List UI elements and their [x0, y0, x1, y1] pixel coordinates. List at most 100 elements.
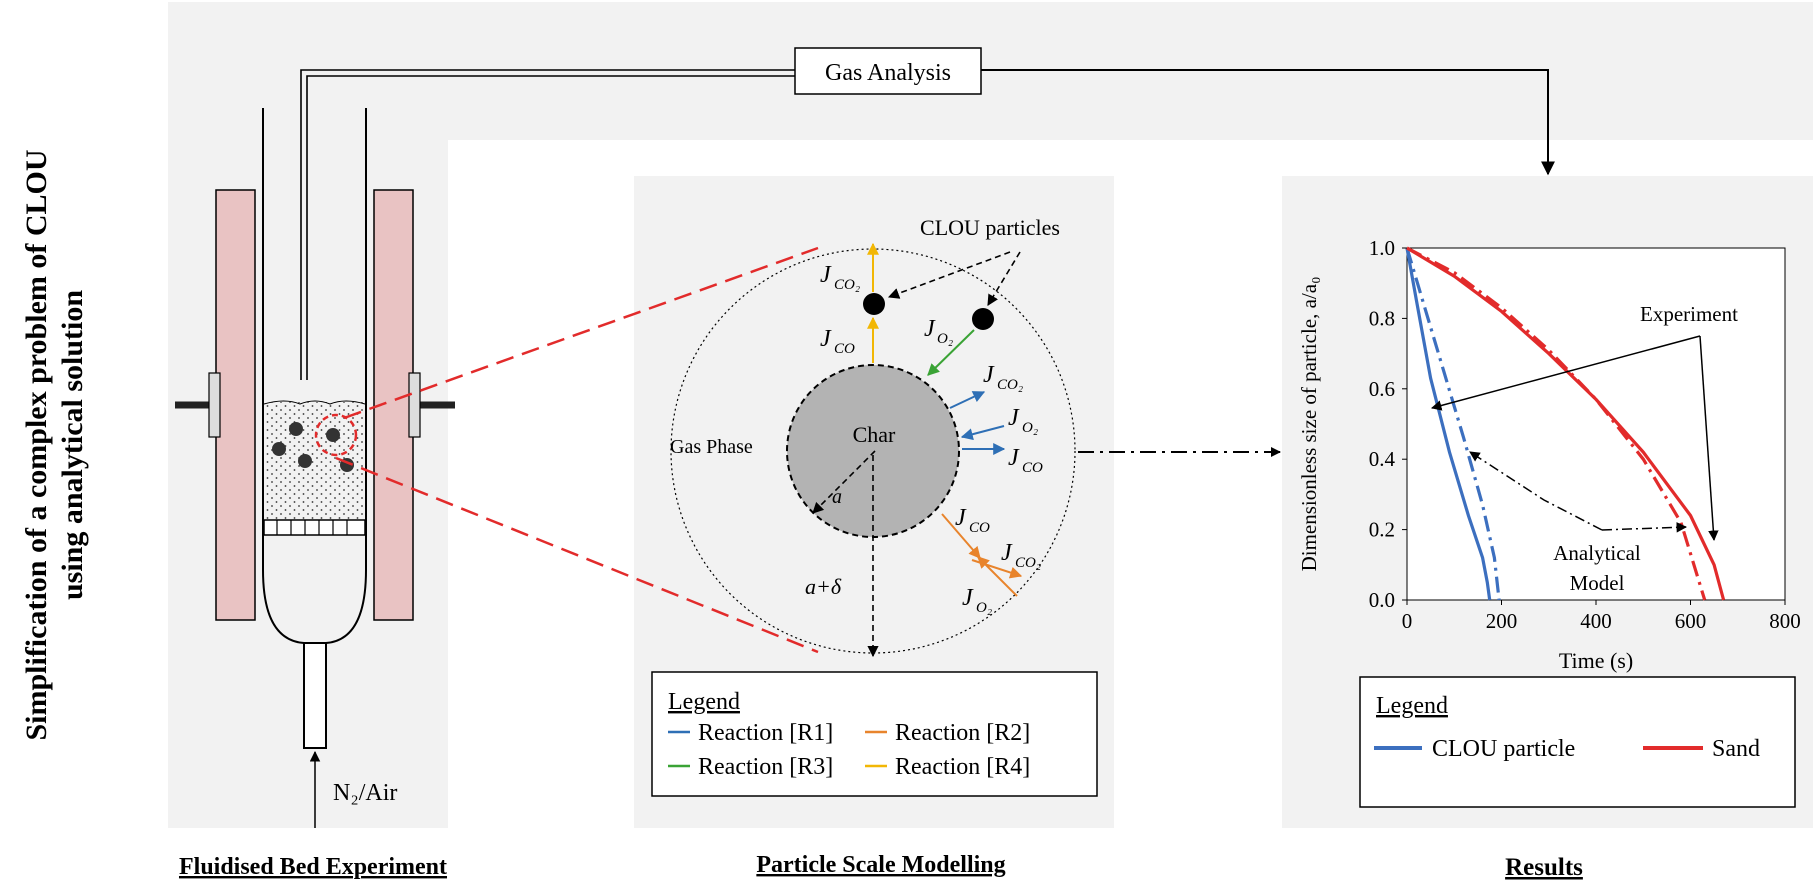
side-title-line2: using analytical solution — [56, 290, 89, 600]
x-tick-label: 600 — [1675, 609, 1707, 633]
legend-label-clou: CLOU particle — [1432, 736, 1575, 762]
svg-text:CO: CO — [1022, 460, 1043, 476]
plot-area — [1406, 247, 1786, 601]
x-tick-label: 400 — [1580, 609, 1612, 633]
y-tick-label: 1.0 — [1369, 236, 1395, 260]
flux-arrow-r1 — [949, 391, 986, 409]
svg-text:CO₂: CO₂ — [997, 377, 1023, 393]
legend-label-sand: Sand — [1712, 736, 1760, 762]
flux-arrow-r2 — [941, 513, 981, 559]
flux-label-jo2-blue: J O₂ — [1008, 405, 1038, 436]
series-line-clou-particle-experiment — [1405, 247, 1492, 601]
svg-text:O₂: O₂ — [1022, 420, 1038, 436]
y-axis-label: Dimensionless size of particle, a/a₀ — [1297, 277, 1321, 572]
zoom-circle — [314, 413, 358, 457]
bed-surface — [263, 400, 366, 405]
caption-results: Results — [1505, 854, 1583, 881]
annotation-experiment: Experiment — [1640, 302, 1738, 326]
flange-left — [208, 372, 221, 438]
flux-arrow-r3 — [927, 329, 975, 376]
film-radius-label: a+δ — [805, 574, 842, 599]
flux-label-jco-orange: J CO — [955, 505, 990, 536]
background-panel — [168, 2, 1813, 828]
reaction-legend: Legend Reaction [R1] Reaction [R2] Reactio… — [651, 671, 1098, 797]
bed-particle — [326, 428, 340, 442]
y-tick-label: 0.2 — [1369, 518, 1395, 542]
x-tick-label: 800 — [1769, 609, 1801, 633]
svg-text:J: J — [955, 505, 967, 531]
reaction-legend-label: Reaction [R3] — [698, 754, 833, 780]
y-tick-label: 0.8 — [1369, 306, 1395, 330]
series-line-sand-experiment — [1406, 246, 1726, 601]
svg-text:J: J — [820, 326, 832, 352]
annotation-analytical: Analytical — [1553, 541, 1641, 565]
x-tick-label: 0 — [1402, 609, 1413, 633]
flux-arrow-r2 — [977, 556, 1018, 597]
series-line-sand-analytical-model — [1406, 246, 1707, 601]
svg-text:O₂: O₂ — [937, 331, 953, 347]
side-title-line1: Simplification of a complex problem of C… — [20, 149, 53, 740]
reaction-legend-label: Reaction [R1] — [698, 720, 833, 746]
gas-outlet-tube — [300, 69, 795, 380]
svg-text:J: J — [1008, 445, 1020, 471]
gas-phase-label: Gas Phase — [670, 436, 753, 458]
gas-analysis-arrow — [981, 69, 1555, 176]
radius-arrow — [812, 450, 876, 514]
clou-particle — [863, 293, 885, 315]
zoom-ray-bottom — [335, 456, 819, 654]
heater-left — [215, 189, 256, 621]
svg-text:CO: CO — [969, 520, 990, 536]
reaction-legend-label: Reaction [R4] — [895, 754, 1030, 780]
svg-text:CO₂: CO₂ — [834, 277, 860, 293]
gas-analysis-box — [794, 47, 982, 95]
bed-particle — [289, 422, 303, 436]
svg-text:J: J — [983, 362, 995, 388]
results-legend-title: Legend — [1376, 693, 1448, 719]
svg-text:J: J — [1001, 540, 1013, 566]
caption-modelling: Particle Scale Modelling — [756, 852, 1005, 878]
flux-label-jo2-green: J O₂ — [924, 316, 953, 347]
y-tick-label: 0.0 — [1369, 588, 1395, 612]
results-legend: Legend CLOU particle Sand — [1359, 676, 1796, 808]
char-particle — [786, 364, 960, 538]
caption-experiment: Fluidised Bed Experiment — [179, 854, 447, 880]
svg-text:J: J — [820, 262, 832, 288]
side-title: Simplification of a complex problem of C… — [20, 149, 89, 740]
clou-particle — [972, 308, 994, 330]
y-tick-label: 0.6 — [1369, 377, 1395, 401]
flux-label-jco-blue: J CO — [1008, 445, 1043, 476]
flux-label-jco-top: J CO — [820, 326, 855, 357]
flux-label-jco2-top: J CO₂ — [820, 262, 860, 293]
flux-label-jo2-orange: J O₂ — [962, 585, 992, 616]
svg-text:O₂: O₂ — [976, 600, 992, 616]
annotation-model: Model — [1570, 571, 1625, 595]
svg-text:J: J — [1008, 405, 1020, 431]
svg-text:J: J — [924, 316, 936, 342]
bed-particle — [298, 454, 312, 468]
flux-label-jco2-blue: J CO₂ — [983, 362, 1023, 393]
svg-text:J: J — [962, 585, 974, 611]
fluidised-bed-apparatus: N₂/Air — [175, 69, 795, 828]
svg-text:CO₂: CO₂ — [1015, 555, 1041, 571]
series-line-clou-particle-analytical-model — [1405, 247, 1501, 601]
clou-particles-label: CLOU particles — [920, 215, 1060, 240]
inlet-label: N₂/Air — [333, 780, 397, 806]
zoom-ray-top — [343, 246, 819, 420]
reaction-legend-title: Legend — [668, 689, 740, 715]
svg-text:CO: CO — [834, 341, 855, 357]
inlet-pipe — [303, 642, 327, 749]
reaction-legend-label: Reaction [R2] — [895, 720, 1030, 746]
particle-model: Char Gas Phase a a+δ CLOU particles J CO… — [670, 215, 1076, 658]
bed-particle — [272, 442, 286, 456]
gas-analysis-label: Gas Analysis — [825, 60, 951, 86]
flux-label-jco2-orange: J CO₂ — [1001, 540, 1041, 571]
x-axis-label: Time (s) — [1559, 648, 1633, 673]
char-label: Char — [853, 422, 896, 447]
x-tick-label: 200 — [1486, 609, 1518, 633]
flange-right — [408, 372, 421, 438]
distributor-plate — [263, 519, 366, 536]
flux-arrow-r1 — [960, 425, 1005, 441]
radius-label: a — [832, 486, 842, 508]
